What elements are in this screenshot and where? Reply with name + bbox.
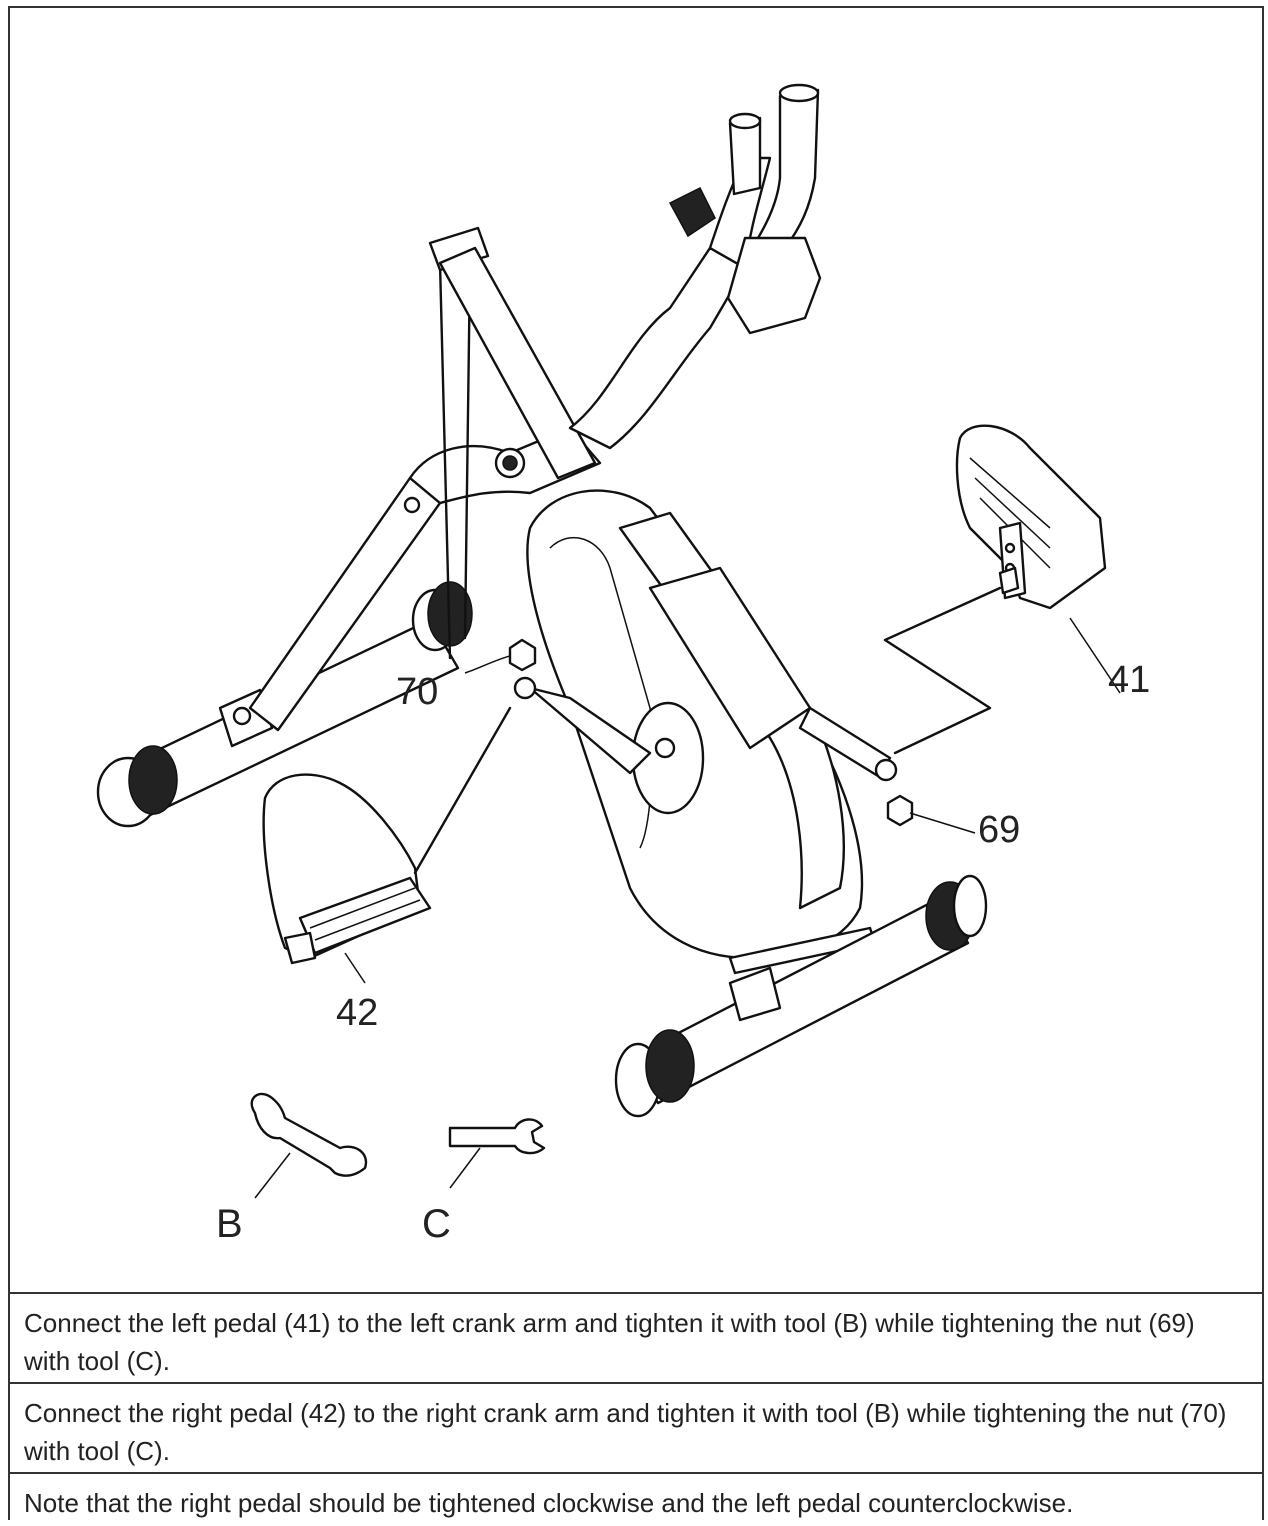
instruction-table: Connect the left pedal (41) to the left … [10, 1292, 1262, 1526]
instruction-direction-note: Note that the right pedal should be tigh… [10, 1472, 1262, 1526]
nut-70-drawing [464, 638, 537, 674]
callout-70: 70 [396, 671, 439, 713]
manual-step-sheet: 70 41 69 42 B C Connect the left pedal (… [8, 6, 1264, 1520]
flywheel-housing-drawing [513, 489, 898, 975]
tool-c-label: C [422, 1202, 451, 1246]
nut-69-drawing [886, 794, 976, 834]
assembly-illustration: 70 41 69 42 B C [10, 8, 1262, 1291]
wrench-b-icon [250, 1092, 368, 1199]
callout-69: 69 [978, 809, 1021, 851]
instruction-right-pedal: Connect the right pedal (42) to the righ… [10, 1382, 1262, 1472]
front-stabilizer-drawing [614, 874, 988, 1118]
callout-42: 42 [336, 992, 379, 1034]
wrench-c-icon [448, 1118, 546, 1189]
frame-x-tube-drawing [438, 83, 822, 480]
pedal-42-drawing [262, 706, 512, 984]
callout-41: 41 [1108, 659, 1151, 701]
exercise-bike-drawing [96, 83, 1121, 1199]
pedal-41-drawing [883, 424, 1121, 755]
tool-b-label: B [216, 1202, 243, 1246]
instruction-left-pedal: Connect the left pedal (41) to the left … [10, 1292, 1262, 1382]
